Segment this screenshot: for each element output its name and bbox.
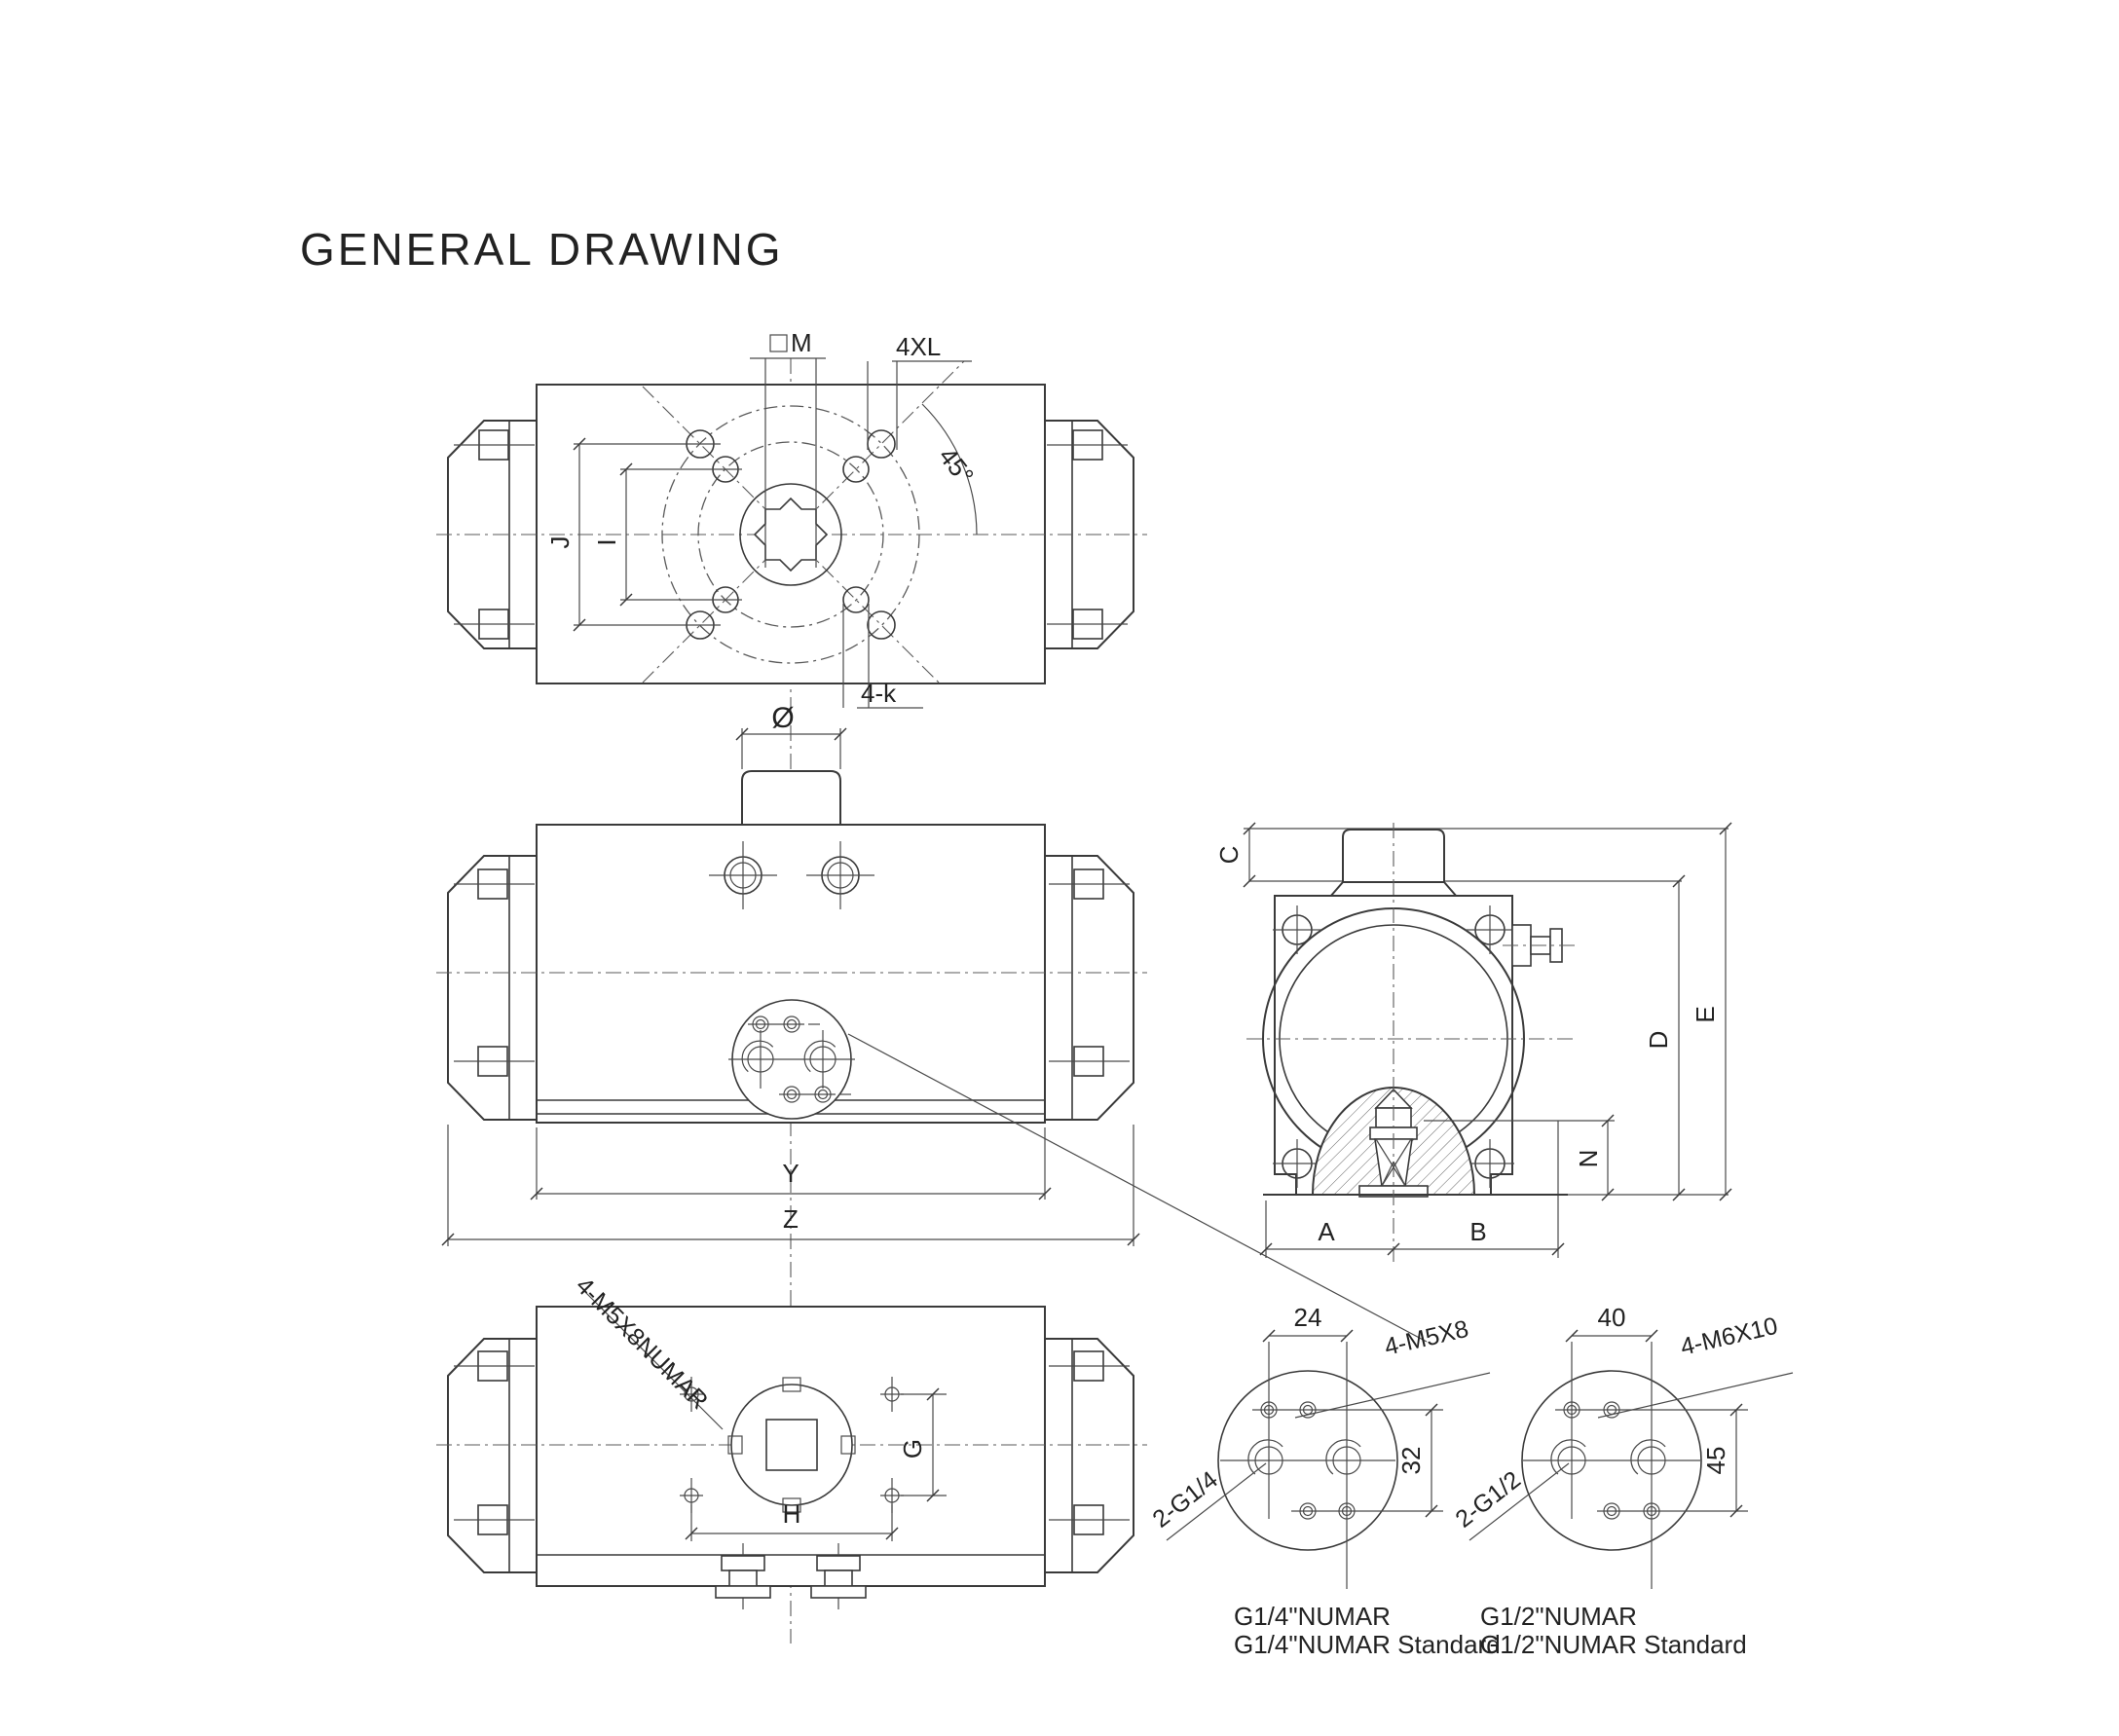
travel-stop-screws xyxy=(715,1543,867,1609)
front-cap-bolts xyxy=(454,868,1130,1077)
4xl-callout: 4XL xyxy=(867,332,972,450)
detail-g12: 40 45 4-M6X10 2-G1/2 G1/2"NUMAR G1/2"NUM… xyxy=(1450,1303,1794,1659)
dim-c: C xyxy=(1214,822,1256,888)
dia-label: Ø xyxy=(771,702,794,734)
side-view: C D E N A B xyxy=(1214,822,1732,1264)
star-drive-socket xyxy=(753,497,829,573)
bottom-view: 4-M5X8NUMAR G H xyxy=(436,1272,1147,1609)
namur-interface-front xyxy=(728,1016,855,1103)
detail-g12-holes xyxy=(1523,1342,1748,1589)
bottom-caps xyxy=(447,1338,1134,1573)
boss-rim-slots xyxy=(727,1377,856,1513)
detail-g14-port-callout: 2-G1/4 xyxy=(1147,1462,1267,1541)
4xl-label: 4XL xyxy=(896,332,941,361)
dim-e: E xyxy=(1691,822,1732,1201)
bottom-cap-bolts xyxy=(454,1350,1130,1535)
dim-c-label: C xyxy=(1214,846,1244,865)
dim-y: Y xyxy=(530,1127,1052,1200)
dim-j: J xyxy=(545,437,721,632)
detail-g12-caption-2: G1/2"NUMAR Standard xyxy=(1480,1630,1747,1659)
dim-e-label: E xyxy=(1691,1006,1720,1022)
detail-g12-dim-width: 40 xyxy=(1565,1303,1658,1343)
dim-n: N xyxy=(1574,1114,1615,1201)
detail-g12-dim-height: 45 xyxy=(1701,1403,1743,1518)
square-m-label: M xyxy=(791,328,812,357)
dim-g: G xyxy=(898,1387,947,1502)
detail-circle-g14 xyxy=(1217,1370,1398,1551)
detail-g12-height-label: 45 xyxy=(1701,1447,1730,1475)
dim-i-label: I xyxy=(592,538,621,545)
dim-g-label: G xyxy=(898,1439,927,1459)
dim-h-label: H xyxy=(783,1499,801,1529)
detail-g14-holes xyxy=(1220,1342,1443,1589)
detail-g12-port-callout: 2-G1/2 xyxy=(1450,1462,1570,1541)
4k-callout: 4-k xyxy=(842,604,923,709)
dim-d: D xyxy=(1644,874,1686,1201)
4k-label: 4-k xyxy=(861,679,897,708)
detail-g14: 24 32 4-M5X8 2-G1/4 G1/4"NUMAR G1/4"NUMA… xyxy=(1147,1303,1500,1659)
detail-g14-width-label: 24 xyxy=(1294,1303,1322,1332)
side-base-lines xyxy=(1263,1120,1729,1258)
detail-g14-dim-height: 32 xyxy=(1396,1403,1438,1518)
detail-g12-width-label: 40 xyxy=(1598,1303,1626,1332)
side-corner-holes xyxy=(1273,905,1514,1188)
detail-g12-port-label: 2-G1/2 xyxy=(1450,1466,1525,1533)
dim-z-label: Z xyxy=(783,1204,799,1234)
dim-z: Z xyxy=(441,1125,1140,1246)
bolt-circles xyxy=(661,405,920,664)
page-title: GENERAL DRAWING xyxy=(300,224,784,275)
square-m-callout: M xyxy=(750,328,826,568)
dia-dimension: Ø xyxy=(735,702,847,769)
pinion-neck xyxy=(741,770,841,826)
detail-g12-thread-callout: 4-M6X10 xyxy=(1597,1312,1794,1419)
detail-g14-port-label: 2-G1/4 xyxy=(1147,1466,1223,1533)
detail-g14-thread-callout: 4-M5X8 xyxy=(1294,1315,1491,1419)
front-view: Ø xyxy=(436,702,1428,1343)
dim-j-label: J xyxy=(545,536,575,549)
air-ports-top xyxy=(709,841,874,909)
dim-y-label: Y xyxy=(782,1159,799,1188)
top-view: M 4XL 45° J I 4-k xyxy=(436,328,1147,709)
detail-g14-height-label: 32 xyxy=(1396,1447,1426,1475)
dim-d-label: D xyxy=(1644,1031,1673,1050)
square-shaft-hole xyxy=(765,1419,818,1471)
dim-n-label: N xyxy=(1574,1150,1603,1168)
detail-g14-caption-1: G1/4"NUMAR xyxy=(1234,1602,1391,1631)
square-symbol xyxy=(769,334,788,352)
detail-g14-dim-width: 24 xyxy=(1262,1303,1354,1343)
detail-circle-g12 xyxy=(1521,1370,1702,1551)
dim-b-label: B xyxy=(1469,1217,1486,1246)
dim-a-label: A xyxy=(1318,1217,1335,1246)
dim-a-b: A B xyxy=(1259,1200,1565,1258)
front-caps xyxy=(447,855,1134,1121)
dim-i: I xyxy=(592,462,742,607)
detail-g12-thread-label: 4-M6X10 xyxy=(1678,1312,1780,1361)
detail-g14-caption-2: G1/4"NUMAR Standard xyxy=(1234,1630,1501,1659)
side-air-fitting xyxy=(1503,924,1576,967)
detail-g14-thread-label: 4-M5X8 xyxy=(1382,1315,1471,1361)
detail-leader-line xyxy=(847,1033,1428,1343)
detail-g12-caption-1: G1/2"NUMAR xyxy=(1480,1602,1637,1631)
angle-arc xyxy=(921,403,978,536)
mounting-thread-holes xyxy=(680,1377,904,1513)
side-ref-lines xyxy=(1244,828,1729,882)
dim-h: H xyxy=(685,1499,899,1541)
shaft-boss-bottom xyxy=(730,1384,853,1506)
